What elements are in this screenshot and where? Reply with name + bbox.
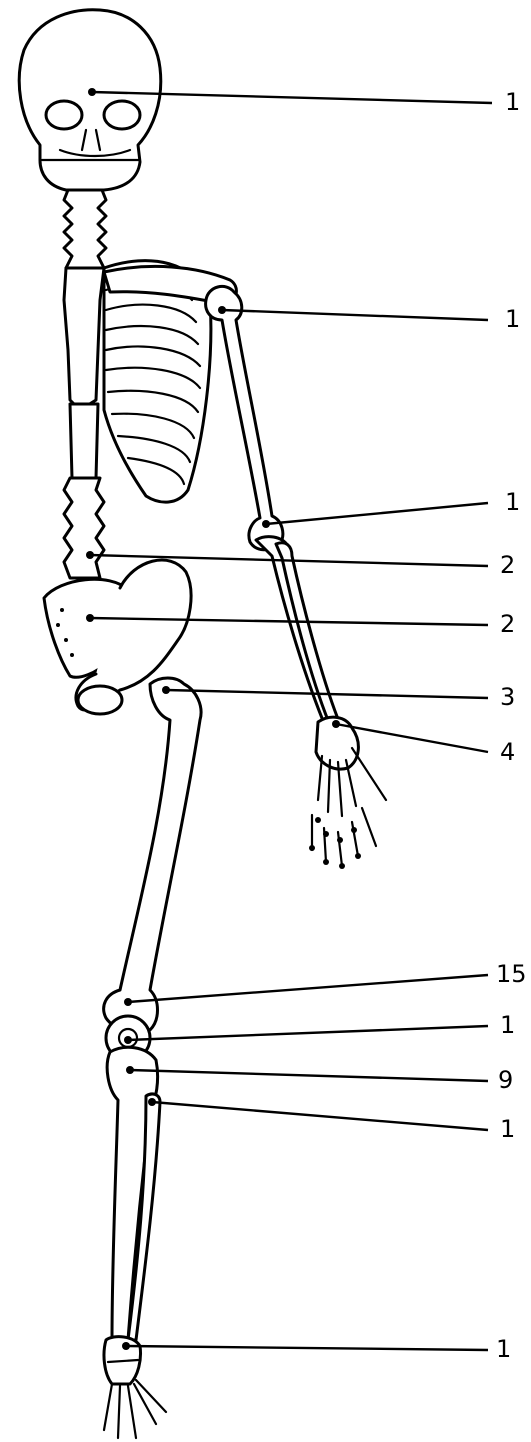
leader-tibia xyxy=(126,1066,488,1081)
forearm xyxy=(256,537,340,730)
skeleton-figure xyxy=(19,10,386,1438)
label-humerus: 1 xyxy=(505,305,520,333)
leader-elbow xyxy=(262,503,488,528)
label-wrist: 4 xyxy=(500,738,515,766)
hand xyxy=(309,717,386,869)
humerus xyxy=(206,286,283,549)
leader-ankle xyxy=(122,1342,488,1350)
label-patella: 1 xyxy=(500,1011,515,1039)
label-elbow: 1 xyxy=(505,488,520,516)
cervical-spine xyxy=(64,190,106,268)
label-forearm: 2 xyxy=(500,551,515,579)
sternum xyxy=(64,268,104,478)
label-tibia: 9 xyxy=(498,1066,513,1094)
label-ankle: 1 xyxy=(496,1335,511,1363)
count-labels: 1 1 1 2 2 3 4 15 1 9 1 1 xyxy=(496,88,527,1363)
leader-femur xyxy=(124,975,488,1006)
lower-leg xyxy=(107,1047,160,1340)
label-skull: 1 xyxy=(505,88,520,116)
label-fibula: 1 xyxy=(500,1115,515,1143)
foot xyxy=(104,1337,166,1438)
femur xyxy=(104,678,201,1032)
leader-fibula xyxy=(148,1098,488,1130)
leader-humerus xyxy=(218,306,488,320)
lumbar-spine xyxy=(64,478,104,578)
label-hip: 3 xyxy=(500,683,515,711)
leader-patella xyxy=(124,1026,488,1044)
skull xyxy=(19,10,161,190)
label-femur: 15 xyxy=(496,960,527,988)
label-pelvis: 2 xyxy=(500,610,515,638)
